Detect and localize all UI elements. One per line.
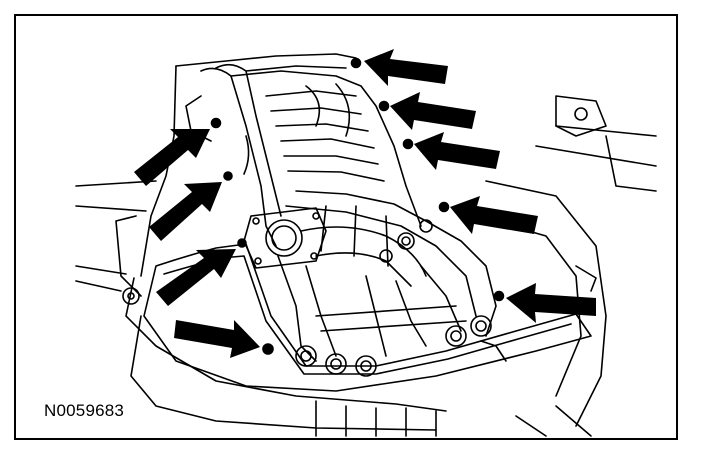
callout-arrow-1 [364,49,448,86]
bolt-8 [223,171,233,181]
bolt-4 [438,201,450,213]
bolt-7 [237,238,247,248]
callout-arrow-2 [390,92,476,130]
callout-arrow-8 [149,182,222,241]
callout-arrow-9 [134,129,210,186]
engine-background [75,53,657,437]
figure-frame: N0059683 [14,14,678,440]
bolt-9 [210,117,222,129]
intake-manifold-body [185,63,497,362]
figure-code-label: N0059683 [42,401,127,421]
callout-arrow-7 [156,249,236,306]
intake-manifold-illustration [75,49,657,437]
callout-arrow-4 [450,196,538,234]
runner-ports [295,219,492,377]
callout-arrow-5 [506,283,596,323]
callout-arrow-6 [174,320,260,358]
manifold-bolts [210,57,505,355]
throttle-body-flange [243,207,327,269]
bolt-3 [402,138,414,150]
bolt-6 [262,343,274,355]
bolt-1 [350,57,362,69]
callout-arrow-3 [414,132,500,170]
bolt-2 [378,100,390,112]
bolt-5 [493,290,505,302]
callout-arrows [134,49,596,358]
